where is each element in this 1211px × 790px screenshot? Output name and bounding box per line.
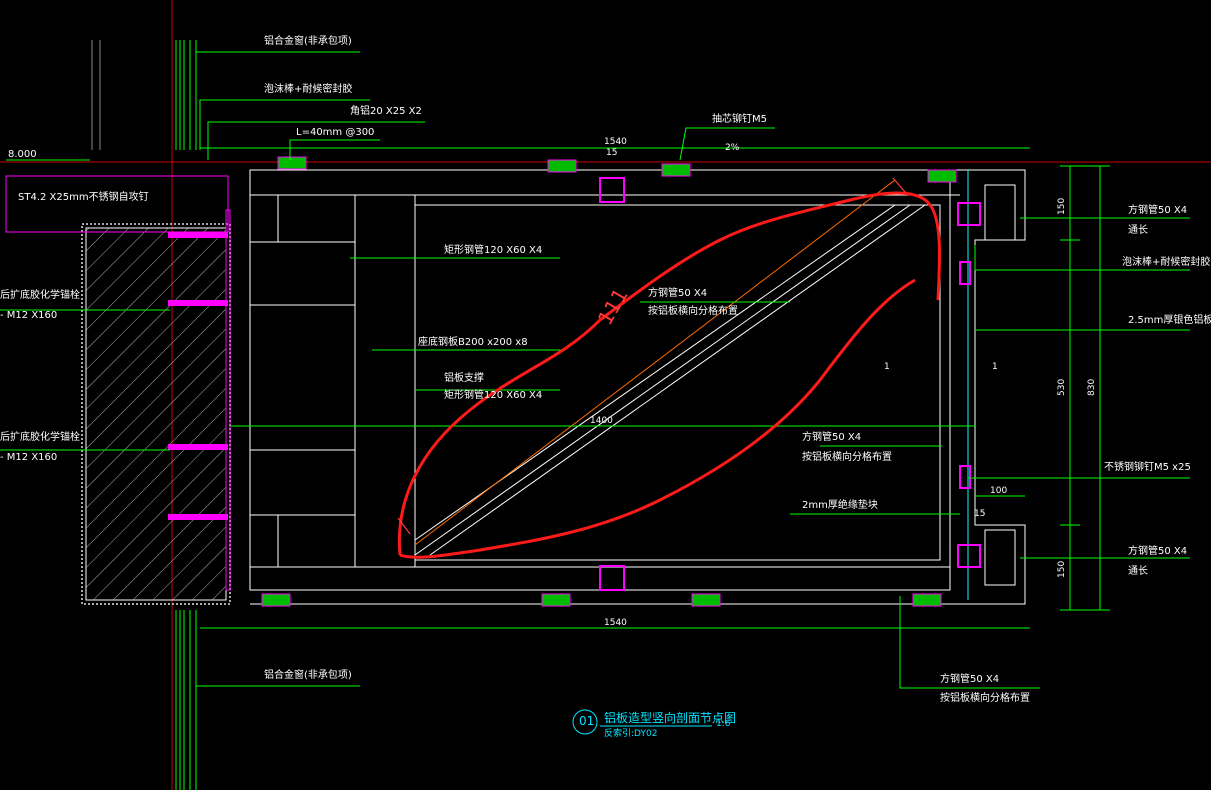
label-foam-sealant-top: 泡沫棒+耐候密封胶 (264, 84, 353, 95)
label-rivet: 抽芯铆钉M5 (712, 114, 767, 125)
label-anchor-bot-2: - M12 X160 (0, 452, 58, 463)
dim-15-top: 15 (606, 148, 618, 158)
label-right-panel: 2.5mm厚银色铝板 (1128, 315, 1211, 326)
dim-bottom-width: 1540 (604, 618, 627, 628)
label-rect-tube-mid: 矩形钢管120 X60 X4 (444, 390, 543, 401)
label-square-tube-mid-2: 按铝板横向分格布置 (802, 452, 892, 463)
section-mark-1a: 1 (884, 362, 890, 372)
dim-150-bot: 150 (1057, 560, 1067, 578)
dim-diag: 1400 (590, 416, 613, 426)
screw-box (5, 175, 229, 233)
concrete-wall (85, 227, 227, 601)
label-bottom-frame: 铝合金窗(非承包项) (264, 670, 352, 681)
label-square-tube-diag-2: 按铝板横向分格布置 (648, 306, 738, 317)
label-right-tube-top-2: 通长 (1128, 225, 1148, 236)
window-frame-bottom (175, 610, 197, 790)
label-elevation: 8.000 (8, 149, 37, 160)
label-insulation: 2mm厚绝缘垫块 (802, 500, 878, 511)
dimension-lines (200, 147, 1110, 629)
brackets (261, 156, 957, 607)
label-base-plate: 座底钢板B200 x200 x8 (418, 337, 528, 348)
aluminum-panel (250, 169, 1026, 605)
markup-circle (397, 191, 942, 559)
drawing-scale: 1:6 (716, 719, 731, 729)
label-right-tube-bot-2: 通长 (1128, 566, 1148, 577)
anchors (168, 232, 228, 520)
drawing-title: 铝板造型竖向剖面节点图 (604, 711, 737, 725)
label-screw: ST4.2 X25mm不锈钢自攻钉 (18, 192, 149, 203)
label-angle-steel: 角铝20 X25 X2 (350, 106, 422, 117)
label-top-frame: 铝合金窗(非承包项) (264, 36, 352, 47)
label-square-tube-mid: 方钢管50 X4 (802, 432, 862, 443)
dim-830: 830 (1087, 378, 1097, 396)
leader-lines (0, 51, 1190, 689)
dim-530: 530 (1057, 378, 1067, 396)
label-rect-tube-top: 矩形钢管120 X60 X4 (444, 245, 543, 256)
label-anchor-top-1: 后扩底胶化学锚栓 (0, 290, 80, 301)
drawing-reference: 反索引:DY02 (604, 729, 658, 739)
label-right-foam: 泡沫棒+耐候密封胶 (1122, 257, 1211, 268)
title-bubble (572, 709, 598, 735)
label-right-tube-bot: 方钢管50 X4 (1128, 546, 1188, 557)
dim-15-bot: 15 (974, 509, 986, 519)
label-square-tube-bot-2: 按铝板横向分格布置 (940, 693, 1030, 704)
label-right-rivet: 不锈钢铆钉M5 x25 (1104, 462, 1191, 473)
label-spacing: L=40mm @300 (296, 127, 375, 138)
label-support: 铝板支撑 (444, 373, 484, 384)
label-right-tube-top: 方钢管50 X4 (1128, 205, 1188, 216)
dim-top-width: 1540 (604, 137, 627, 147)
drawing-number: 01 (579, 714, 595, 728)
dim-100: 100 (990, 486, 1008, 496)
steel-frame (249, 169, 960, 591)
dim-slope: 2% (725, 143, 740, 153)
label-square-tube-bot: 方钢管50 X4 (940, 674, 1000, 685)
label-anchor-bot-1: 后扩底胶化学锚栓 (0, 432, 80, 443)
dim-150-top: 150 (1057, 197, 1067, 215)
window-frame-top (175, 40, 197, 150)
section-mark-1b: 1 (992, 362, 998, 372)
label-anchor-top-2: - M12 X160 (0, 310, 58, 321)
label-square-tube-diag: 方钢管50 X4 (648, 288, 708, 299)
